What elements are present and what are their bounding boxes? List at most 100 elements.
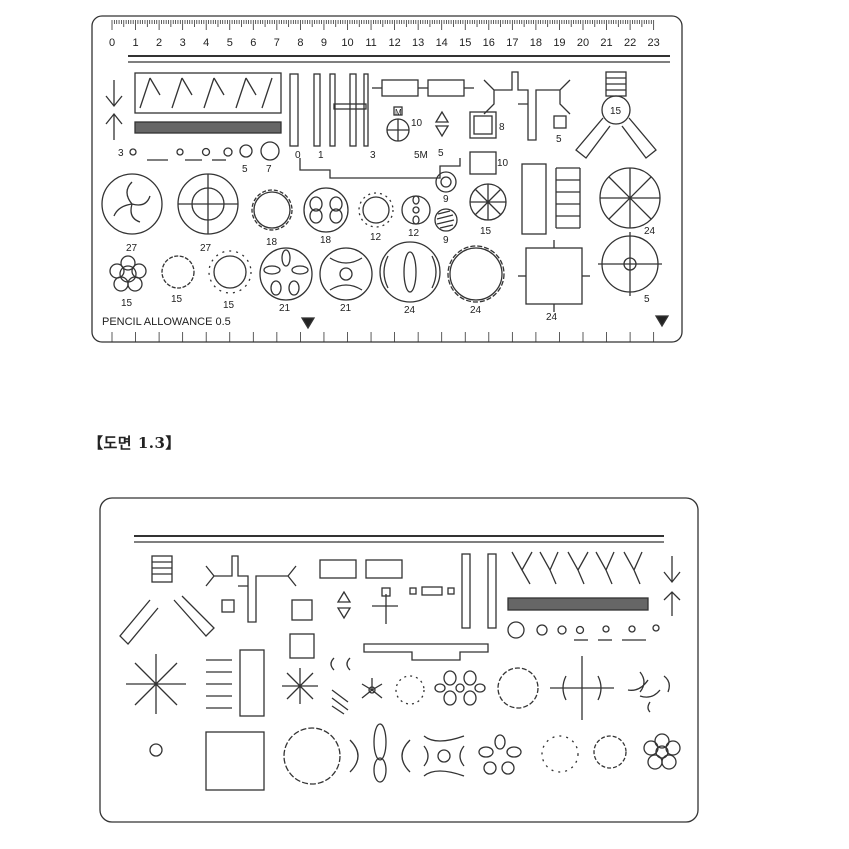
target-circle-24d	[598, 232, 662, 296]
bottom-ruler-ticks	[111, 332, 655, 342]
ruler-number: 17	[506, 37, 518, 49]
ruler-number: 3	[180, 37, 186, 49]
arcs-pair	[330, 657, 351, 671]
stone-wall-pattern-mirrored	[511, 551, 643, 585]
label-10b: 10	[497, 158, 509, 169]
arrow-up-icon-b	[663, 591, 681, 616]
hatch-strip-mirrored	[507, 597, 649, 611]
cross-rings	[550, 656, 614, 720]
ruler-number: 14	[436, 37, 448, 49]
ruler-number: 11	[365, 37, 376, 49]
label-24b: 24	[404, 305, 416, 316]
ruler-number: 18	[530, 37, 542, 49]
marker-triangle-right	[654, 315, 670, 328]
ruler-number: 22	[624, 37, 636, 49]
spiked-12a	[358, 192, 394, 228]
rosette-21b	[319, 247, 373, 301]
label-18a: 18	[266, 237, 278, 248]
gear-ring-a	[497, 667, 539, 709]
label-15d: 15	[171, 294, 183, 305]
swirl-symbol	[627, 671, 670, 713]
label-8: 8	[499, 122, 505, 133]
rosette-27a	[101, 173, 163, 235]
x-rosette	[423, 735, 465, 777]
label-15c: 15	[121, 298, 133, 309]
gear-15b	[161, 255, 195, 289]
ruler-number: 5	[227, 37, 233, 49]
label-3b: 3	[370, 150, 376, 161]
ruler-number: 13	[412, 37, 424, 49]
small-flower	[361, 678, 383, 699]
gear-24b	[447, 245, 505, 303]
ruler-number: 16	[483, 37, 495, 49]
ruler-number: 2	[156, 37, 162, 49]
ruler-ticks	[111, 20, 655, 30]
spiked-ring-b	[541, 735, 579, 773]
ruler-number: 15	[459, 37, 471, 49]
top-template-outline	[91, 15, 683, 343]
gear-ring-c	[593, 735, 627, 769]
vertical-slots-mirrored	[363, 553, 497, 661]
label-7: 7	[266, 164, 272, 175]
figure-caption: 【도면 1.3】	[88, 434, 181, 452]
label-m: M	[395, 108, 402, 117]
bottom-template	[99, 497, 699, 823]
ruler-number: 10	[341, 37, 353, 49]
starburst-symbol	[126, 654, 186, 714]
ruler-number: 12	[388, 37, 400, 49]
snowflake-15	[469, 183, 507, 221]
y-fitting-symbol	[575, 71, 657, 159]
label-24d: 24	[546, 312, 558, 323]
arrow-up-icon	[105, 112, 123, 140]
label-10a: 10	[411, 118, 423, 129]
arrow-down-icon	[105, 80, 123, 108]
resistor-symbols-mirrored	[319, 559, 403, 579]
label-15b: 15	[480, 226, 492, 237]
ladder-shape-mirrored	[206, 649, 265, 717]
pipe-tee-fittings-mirrored	[205, 555, 297, 623]
label-27a: 27	[126, 243, 138, 254]
arc-pair-large	[349, 723, 411, 783]
triangle-symbols-mirrored	[336, 590, 352, 620]
label-24c: 24	[470, 305, 482, 316]
ruler-number: 4	[203, 37, 209, 49]
label-5m: 5M	[414, 150, 428, 161]
resistor-symbols	[372, 79, 474, 97]
rosette-24a	[379, 241, 441, 303]
label-3: 3	[118, 148, 124, 159]
label-24a: 24	[644, 226, 656, 237]
vertical-slots	[289, 73, 461, 179]
pencil-allowance-label: PENCIL ALLOWANCE 0.5	[102, 316, 231, 328]
arrow-down-icon-b	[663, 556, 681, 584]
stone-wall-pattern	[134, 72, 282, 114]
flower-cluster-b	[478, 734, 522, 775]
triangle-symbols	[434, 110, 450, 138]
rosette-27b	[177, 173, 239, 235]
label-5c: 5	[556, 134, 562, 145]
flower-6-petal	[643, 733, 681, 770]
label-27b: 27	[200, 243, 212, 254]
label-21b: 21	[340, 303, 352, 314]
ruler-number: 8	[297, 37, 303, 49]
flower-18b	[303, 187, 349, 233]
rosette-21a	[259, 247, 313, 301]
square-symbols	[469, 111, 567, 175]
cross-symbol-mirrored	[372, 587, 398, 624]
flower-12b	[401, 195, 431, 225]
label-15e: 15	[223, 300, 235, 311]
label-9a: 9	[443, 194, 449, 205]
gear-18a	[251, 189, 293, 231]
bottom-template-outline	[99, 497, 699, 823]
square-c	[289, 633, 315, 659]
label-21a: 21	[279, 303, 291, 314]
slash-pair	[331, 689, 349, 715]
square-24c	[518, 240, 590, 312]
marker-triangle-left	[300, 317, 316, 330]
label-5d: 5	[644, 294, 650, 305]
hatched-circle-9a	[435, 171, 457, 193]
ruler-number: 1	[132, 37, 138, 49]
hatch-strip	[134, 121, 282, 134]
ruler-number: 9	[321, 37, 327, 49]
label-9b: 9	[443, 235, 449, 246]
